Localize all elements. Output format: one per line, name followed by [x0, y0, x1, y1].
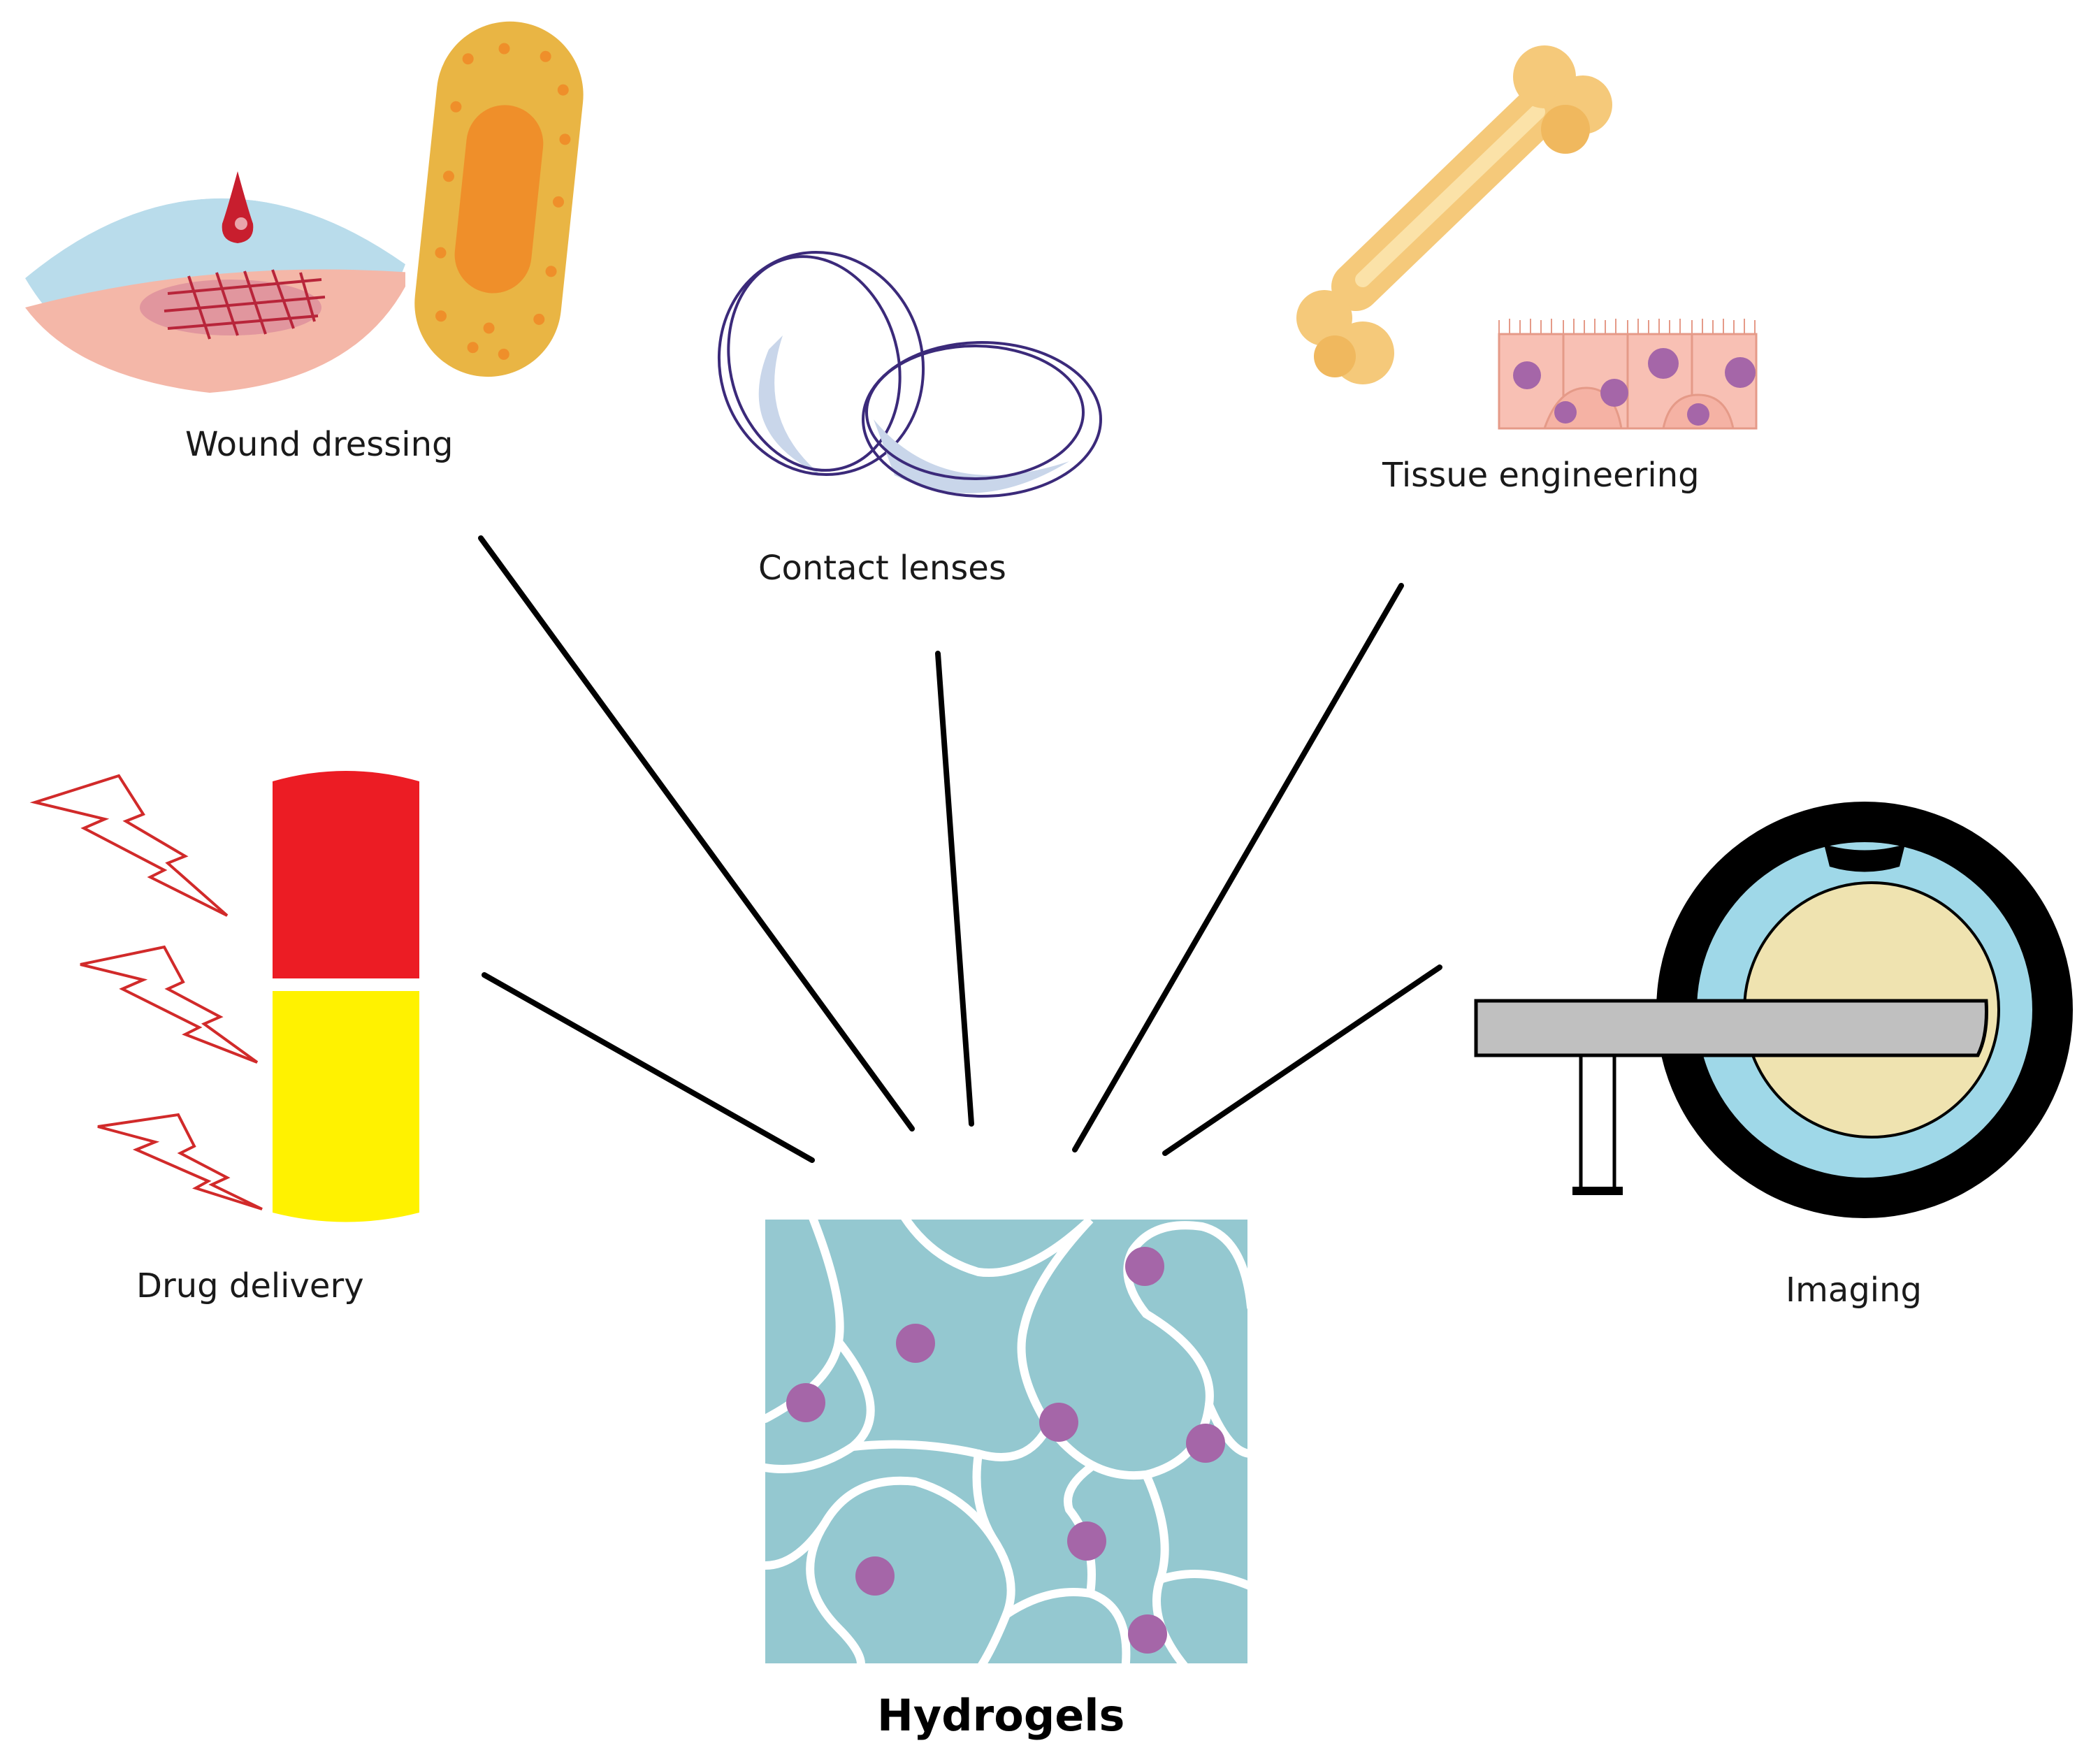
particles [786, 1247, 1225, 1654]
bone-and-cells-icon [1296, 45, 1758, 430]
label-hydrogels: Hydrogels [877, 1690, 1125, 1741]
capsule-icon [273, 771, 419, 1222]
bandage-icon [25, 21, 584, 393]
connector-imaging [1162, 964, 1442, 1156]
connector-drug [482, 972, 815, 1163]
hydrogel-network-icon [765, 1220, 1247, 1663]
label-contact-lenses: Contact lenses [758, 549, 1006, 588]
label-tissue-engineering: Tissue engineering [1382, 456, 1700, 495]
lightning-icons [29, 774, 263, 1210]
label-wound-dressing: Wound dressing [185, 425, 454, 464]
connector-lines [478, 535, 1442, 1163]
label-drug-delivery: Drug delivery [136, 1266, 364, 1306]
connector-lenses [935, 651, 974, 1127]
connector-tissue [1072, 583, 1404, 1152]
label-imaging: Imaging [1786, 1271, 1923, 1310]
scanner-icon [1474, 802, 2073, 1218]
contact-lens-icon [717, 250, 1102, 498]
connector-wound [478, 535, 915, 1132]
